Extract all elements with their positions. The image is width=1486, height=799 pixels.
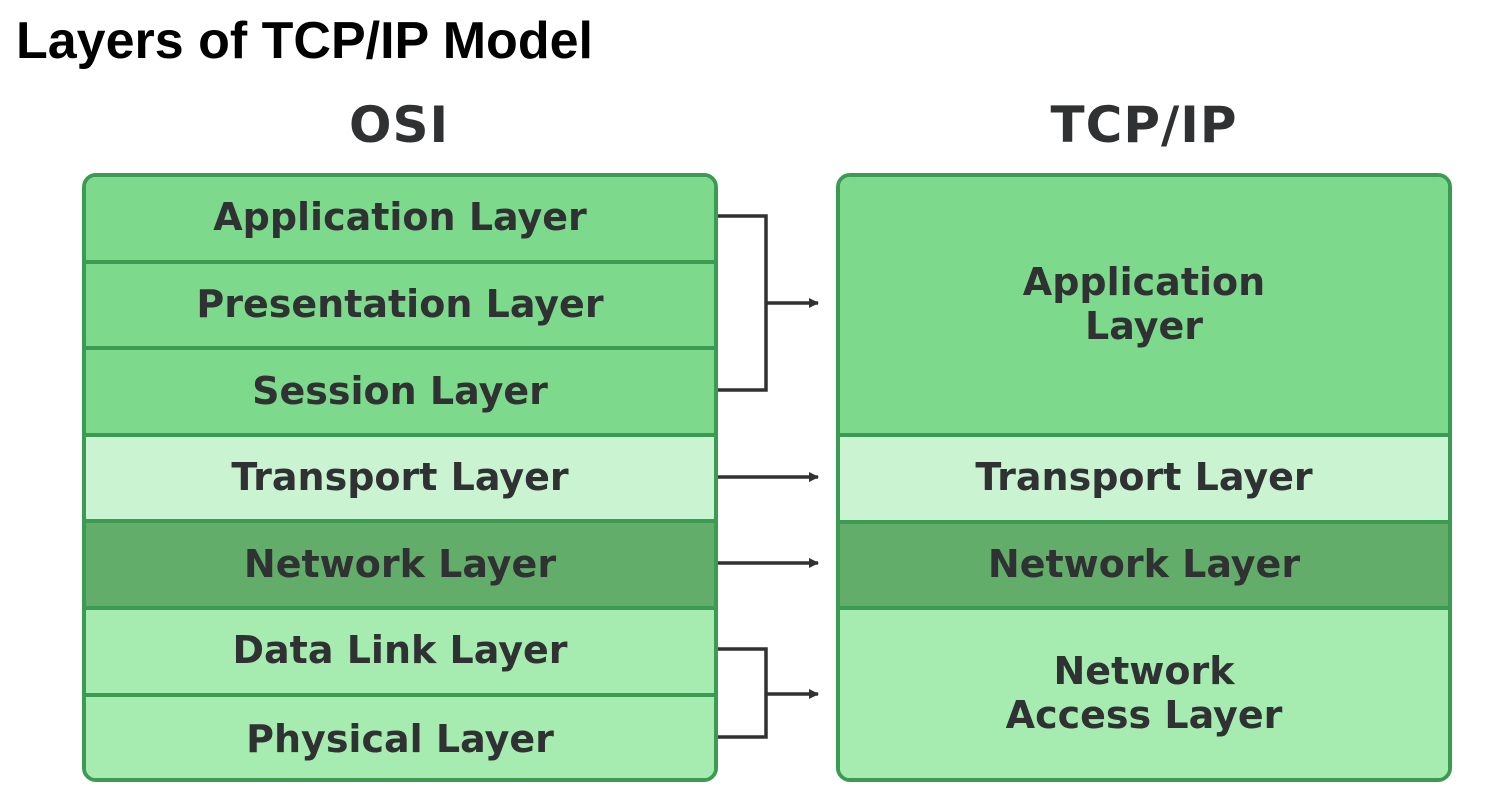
tcpip-network-layer: Network Layer [840,523,1448,611]
osi-transport-layer: Transport Layer [86,436,714,524]
tcpip-stack: Application Layer Transport Layer Networ… [836,173,1452,782]
tcpip-heading: TCP/IP [1050,96,1238,154]
osi-presentation-layer: Presentation Layer [86,263,714,351]
osi-heading: OSI [348,96,450,154]
tcpip-application-layer: Application Layer [840,177,1448,437]
osi-stack: Application Layer Presentation Layer Ses… [82,173,718,782]
osi-application-layer: Application Layer [86,177,714,264]
osi-session-layer: Session Layer [86,350,714,437]
page-title: Layers of TCP/IP Model [16,12,593,70]
osi-data-link-layer: Data Link Layer [86,609,714,697]
osi-network-layer: Network Layer [86,523,714,610]
osi-physical-layer: Physical Layer [86,696,714,778]
tcpip-transport-layer: Transport Layer [840,437,1448,524]
tcpip-network-access-layer: Network Access Layer [840,610,1448,778]
network-access-group-bracket [718,647,768,739]
application-group-bracket [718,214,768,392]
